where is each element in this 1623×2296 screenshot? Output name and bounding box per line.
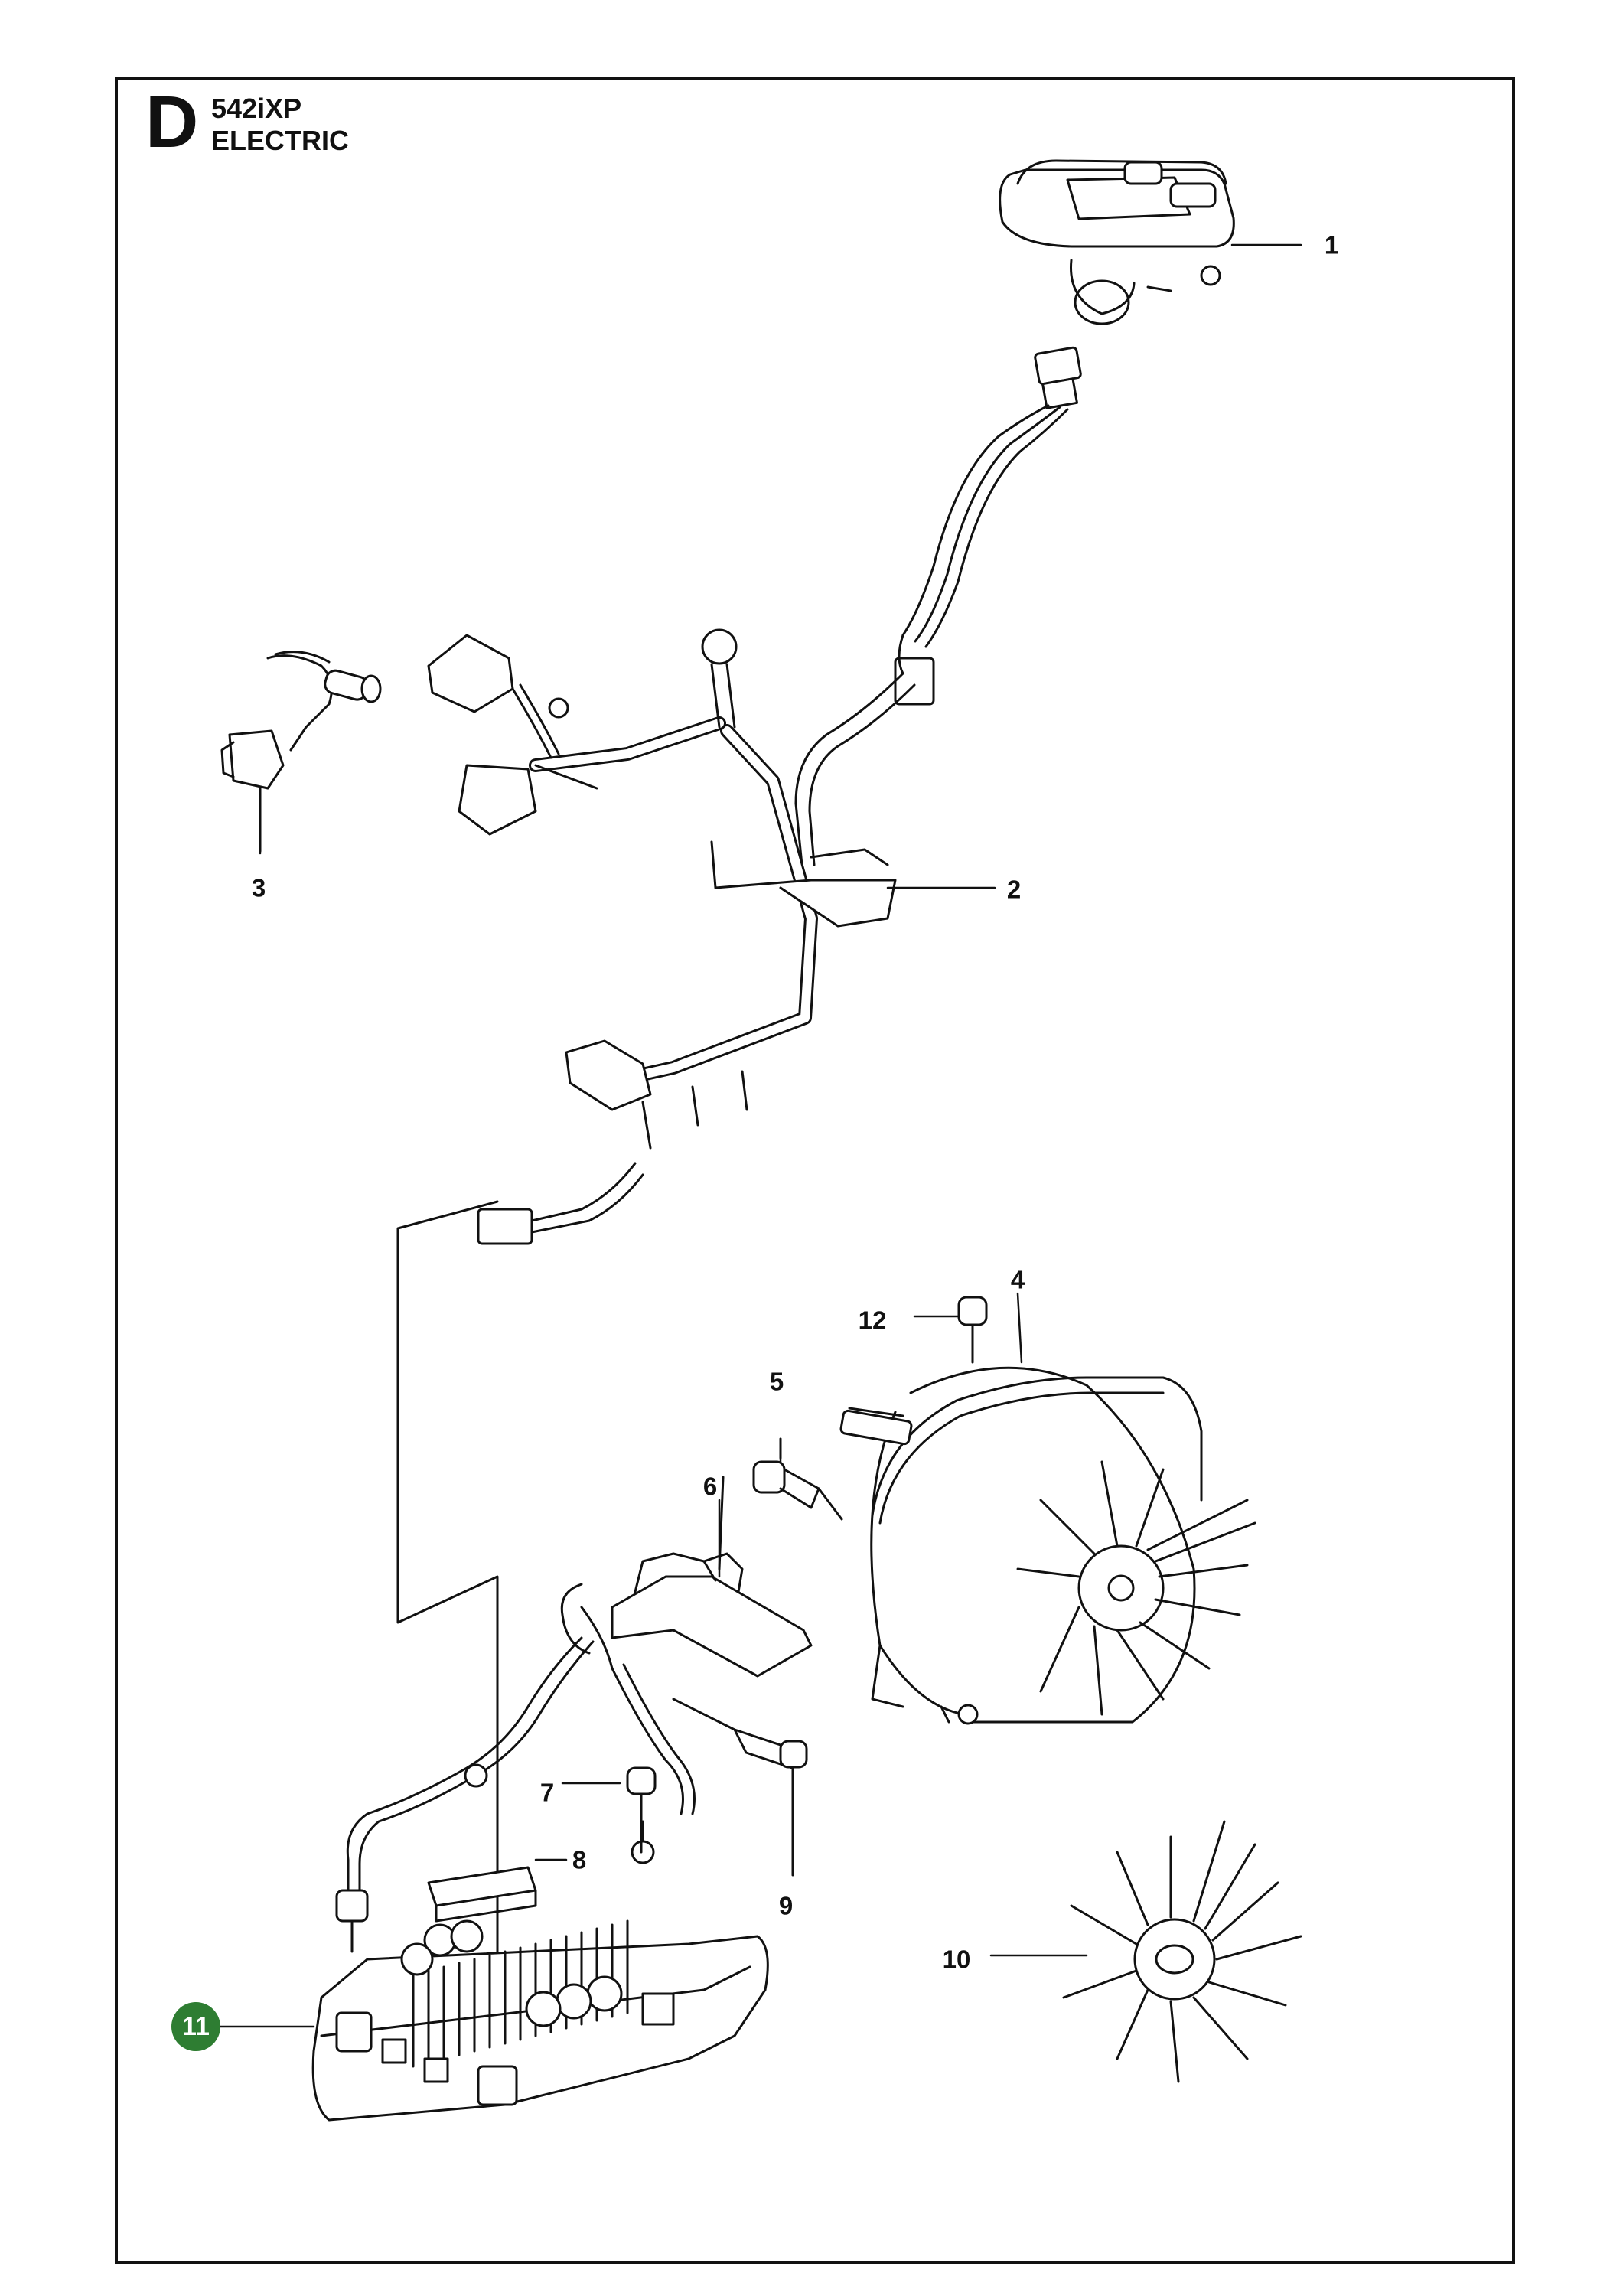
callout-5[interactable]: 5	[769, 1367, 784, 1396]
callout-1[interactable]: 1	[1324, 230, 1339, 259]
section-letter: D	[145, 81, 199, 163]
callout-10[interactable]: 10	[942, 1945, 971, 1974]
diagram-frame	[115, 77, 1515, 2264]
callout-12[interactable]: 12	[858, 1306, 887, 1335]
rotor-fan	[1016, 1460, 1256, 1716]
part-4-stator[interactable]	[839, 1366, 1203, 1725]
leader-lines	[217, 243, 1302, 2028]
callout-9[interactable]: 9	[778, 1891, 794, 1920]
part-10-fan[interactable]	[1062, 1820, 1302, 2083]
callout-3[interactable]: 3	[251, 873, 266, 902]
module-wires	[335, 1200, 696, 2053]
part-12-screw[interactable]	[957, 1296, 988, 1364]
part-6-bracket[interactable]	[560, 1476, 813, 1678]
part-3-switch[interactable]	[220, 651, 382, 853]
part-5-bolt[interactable]	[752, 1437, 843, 1521]
part-8-pad[interactable]	[427, 1866, 537, 1923]
callout-6[interactable]: 6	[702, 1472, 718, 1501]
callout-4[interactable]: 4	[1010, 1265, 1025, 1294]
callout-7[interactable]: 7	[539, 1778, 555, 1807]
part-1-switch-control[interactable]	[999, 159, 1235, 325]
callout-11[interactable]: 11	[171, 2002, 220, 2051]
part-7-screw[interactable]	[626, 1766, 657, 1854]
part-2-wiring-harness[interactable]	[427, 346, 1082, 1245]
callout-8[interactable]: 8	[572, 1845, 587, 1874]
group-title: ELECTRIC	[211, 125, 349, 156]
model-title: 542iXP	[211, 93, 302, 124]
part-11-control-module[interactable]	[311, 1919, 769, 2122]
callout-2[interactable]: 2	[1006, 875, 1022, 904]
